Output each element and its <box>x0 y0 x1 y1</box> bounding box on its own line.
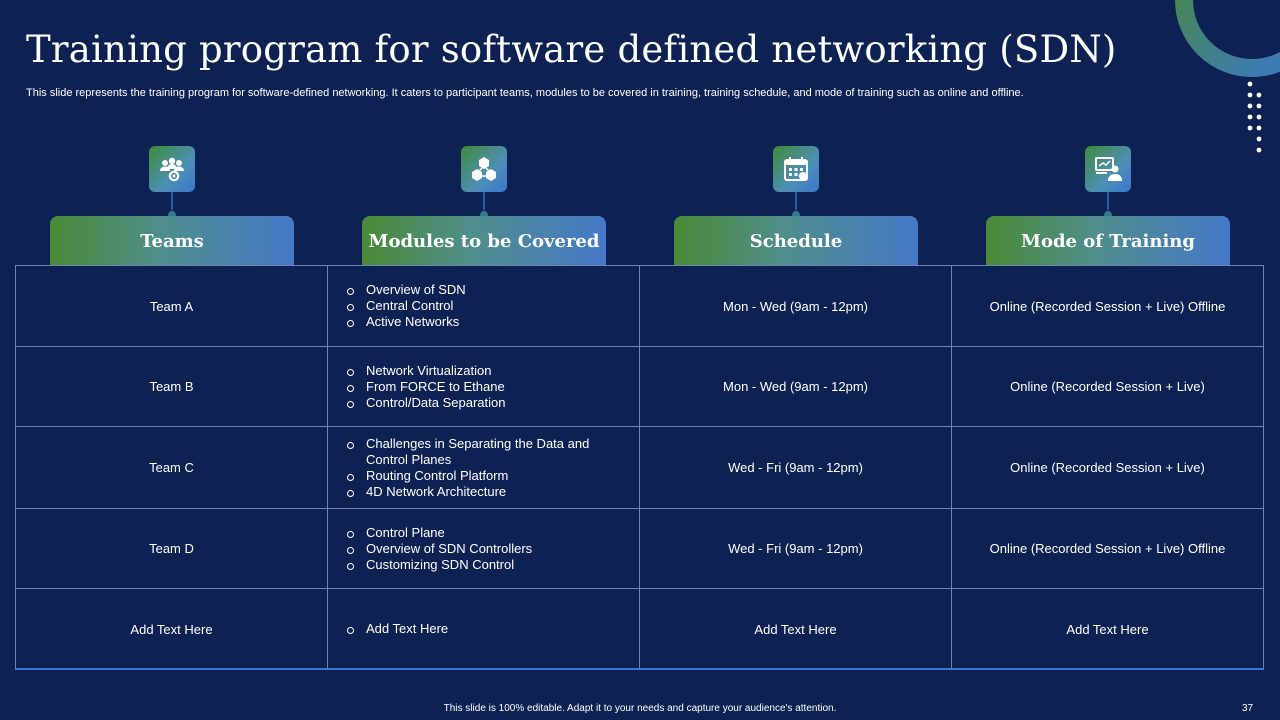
schedule-cell: Wed - Fri (9am - 12pm) <box>640 509 952 588</box>
modules-cell: Network Virtualization From FORCE to Eth… <box>328 347 640 426</box>
team-settings-icon <box>149 146 195 192</box>
module-item: 4D Network Architecture <box>346 484 616 500</box>
cubes-network-icon <box>461 146 507 192</box>
schedule-cell: Mon - Wed (9am - 12pm) <box>640 347 952 426</box>
mode-cell: Add Text Here <box>1066 621 1149 637</box>
decorative-dots <box>1247 81 1262 153</box>
column-header-mode: Mode of Training <box>986 146 1230 266</box>
module-item: Add Text Here <box>346 621 616 637</box>
calendar-icon <box>773 146 819 192</box>
table-row: Team D Control Plane Overview of SDN Con… <box>16 509 1263 589</box>
module-item: Central Control <box>346 298 616 314</box>
column-header-label: Schedule <box>674 216 918 266</box>
module-item: Overview of SDN Controllers <box>346 541 616 557</box>
team-cell: Add Text Here <box>16 589 328 669</box>
mode-cell: Online (Recorded Session + Live) Offline <box>989 298 1226 314</box>
decorative-ring <box>1175 0 1280 77</box>
training-table: Team A Overview of SDN Central Control A… <box>15 265 1264 670</box>
slide-title: Training program for software defined ne… <box>26 28 1117 71</box>
module-item: Routing Control Platform <box>346 468 616 484</box>
module-item: Network Virtualization <box>346 363 616 379</box>
presentation-trainer-icon <box>1085 146 1131 192</box>
table-row: Team B Network Virtualization From FORCE… <box>16 347 1263 427</box>
team-cell: Team B <box>16 347 328 426</box>
modules-cell: Overview of SDN Central Control Active N… <box>328 266 640 346</box>
table-row: Add Text Here Add Text Here Add Text Her… <box>16 589 1263 669</box>
team-cell: Team A <box>16 266 328 346</box>
page-number: 37 <box>1242 703 1254 714</box>
slide-subtitle: This slide represents the training progr… <box>26 87 1024 99</box>
module-item: Active Networks <box>346 314 616 330</box>
modules-cell: Control Plane Overview of SDN Controller… <box>328 509 640 588</box>
module-item: Challenges in Separating the Data and Co… <box>346 436 616 468</box>
table-row: Team C Challenges in Separating the Data… <box>16 427 1263 509</box>
team-cell: Team D <box>16 509 328 588</box>
mode-cell: Online (Recorded Session + Live) <box>1010 460 1205 475</box>
modules-cell: Add Text Here <box>328 589 640 669</box>
footer-note: This slide is 100% editable. Adapt it to… <box>443 703 837 714</box>
table-row: Team A Overview of SDN Central Control A… <box>16 266 1263 347</box>
module-item: Customizing SDN Control <box>346 557 616 573</box>
module-item: Control Plane <box>346 525 616 541</box>
mode-cell: Online (Recorded Session + Live) Offline <box>989 541 1226 556</box>
team-cell: Team C <box>16 427 328 508</box>
schedule-cell: Mon - Wed (9am - 12pm) <box>640 266 952 346</box>
column-header-modules: Modules to be Covered <box>362 146 606 266</box>
module-item: Control/Data Separation <box>346 395 616 411</box>
module-item: Overview of SDN <box>346 282 616 298</box>
schedule-cell: Wed - Fri (9am - 12pm) <box>640 427 952 508</box>
mode-cell: Online (Recorded Session + Live) <box>1010 379 1205 394</box>
column-header-teams: Teams <box>50 146 294 266</box>
column-header-label: Mode of Training <box>986 216 1230 266</box>
module-item: From FORCE to Ethane <box>346 379 616 395</box>
column-header-schedule: Schedule <box>674 146 918 266</box>
column-header-label: Teams <box>50 216 294 266</box>
modules-cell: Challenges in Separating the Data and Co… <box>328 427 640 508</box>
schedule-cell: Add Text Here <box>640 589 952 669</box>
column-header-label: Modules to be Covered <box>362 216 606 266</box>
